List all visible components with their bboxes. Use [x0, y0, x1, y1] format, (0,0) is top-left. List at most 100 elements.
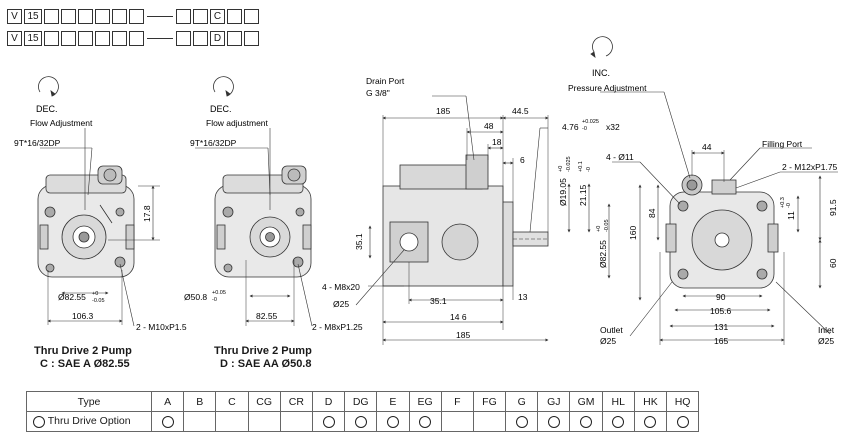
row-label: Thru Drive Option [47, 415, 131, 428]
caption-c-line2: C : SAE A Ø82.55 [40, 358, 130, 370]
available-circle-icon [354, 415, 367, 428]
tol-lo-left: -0.05 [92, 298, 105, 304]
code-blank [61, 9, 76, 24]
caption-d-line1: Thru Drive 2 Pump [214, 345, 312, 357]
code-dash [147, 38, 173, 39]
code-blank [95, 31, 110, 46]
tol-up-middle: +0.05 [212, 290, 226, 296]
row-label-cell: Thru Drive Option [26, 411, 152, 432]
spline-label-middle: 9T*16/32DP [190, 138, 237, 148]
availability-cell [537, 411, 571, 432]
shaft-tol-up: +0 [558, 166, 564, 172]
circle-icon [33, 415, 45, 428]
available-circle-icon [612, 415, 625, 428]
availability-cell [215, 411, 249, 432]
code-blank [176, 9, 191, 24]
code-blank [176, 31, 191, 46]
tol-lo-middle: -0 [212, 297, 217, 303]
col-header: E [376, 391, 410, 412]
code-blank [193, 31, 208, 46]
available-circle-icon [322, 415, 335, 428]
code-blank [112, 9, 127, 24]
dim-35-1-horizontal: 35.1 [430, 296, 447, 306]
available-circle-icon [515, 415, 528, 428]
dim-105-6: 105.6 [710, 306, 732, 316]
dim-shaft-height: 21.15 [578, 184, 588, 206]
dim-11-tol-lo: -0 [786, 203, 792, 208]
dim-48: 48 [484, 121, 494, 131]
dim-13: 13 [518, 292, 528, 302]
inlet-size: Ø25 [818, 336, 834, 346]
col-header: CG [247, 391, 281, 412]
code-blank [129, 31, 144, 46]
holes-label: 4 - Ø11 [606, 152, 634, 162]
pressure-adjustment-label: Pressure Adjustment [568, 83, 647, 93]
rear-view [590, 36, 838, 345]
col-header: GJ [537, 391, 571, 412]
col-header: C [215, 391, 249, 412]
pump-drawing: DEC. Flow Adjustment 9T*16/32DP 17.8 Ø82… [14, 36, 838, 346]
availability-cell [472, 411, 507, 432]
table-header-row: Type A B C CG CR D DG E EG F FG G GJ GM … [26, 391, 700, 412]
dim-185-top: 185 [436, 106, 450, 116]
code-blank [227, 9, 242, 24]
availability-cell [569, 411, 603, 432]
key-tol-up: +0.025 [582, 119, 599, 125]
code-blank [61, 31, 76, 46]
dim-17-8: 17.8 [142, 205, 152, 222]
availability-cell [344, 411, 378, 432]
drain-port-label: Drain Port [366, 76, 405, 86]
dim-35-1-vertical: 35.1 [354, 233, 364, 250]
dim-44: 44 [702, 142, 712, 152]
col-header: HK [633, 391, 668, 412]
availability-cell [408, 411, 442, 432]
caption-d-line2: D : SAE AA Ø50.8 [220, 358, 312, 370]
thru-drive-option-table: Type A B C CG CR D DG E EG F FG G GJ GM … [26, 391, 700, 432]
flow-adjustment-label-middle: Flow adjustment [206, 118, 269, 128]
drain-port-size: G 3/8" [366, 88, 390, 98]
code-blank [129, 9, 144, 24]
code-blank [244, 9, 259, 24]
dim-11: 11 [786, 211, 796, 220]
code-letter: D [210, 31, 225, 46]
col-header: HL [601, 391, 635, 412]
availability-cell [633, 411, 668, 432]
dim-shaft: Ø19.05 [558, 178, 568, 206]
availability-cell [440, 411, 474, 432]
code-prefix: V [7, 31, 22, 46]
code-blank [78, 9, 93, 24]
col-header: G [505, 391, 539, 412]
col-header: HQ [665, 391, 700, 412]
dim-165: 165 [714, 336, 728, 346]
dim-44-5: 44.5 [512, 106, 529, 116]
rotation-dec-left: DEC. [36, 104, 58, 114]
available-circle-icon [644, 415, 657, 428]
code-blank [193, 9, 208, 24]
model-code-row-c: V 15 C [7, 9, 259, 24]
header-type: Type [26, 391, 152, 412]
thread-middle: 2 - M8xP1.25 [312, 322, 363, 332]
availability-cell [247, 411, 281, 432]
model-code-row-d: V 15 D [7, 31, 259, 46]
dim-key: 4.76 [562, 122, 579, 132]
dim-pilot-side: Ø82.55 [598, 240, 608, 268]
dim-pilot-middle: Ø50.8 [184, 292, 207, 302]
col-header: A [150, 391, 185, 412]
available-circle-icon [580, 415, 593, 428]
dim-11-tol-up: +0.3 [780, 197, 786, 208]
dim-pilot-left: Ø82.55 [58, 292, 86, 302]
dim-160: 160 [628, 226, 638, 240]
shaft-h-tol-up: +0.1 [578, 161, 584, 172]
code-size: 15 [24, 9, 42, 24]
dim-60: 60 [828, 258, 838, 268]
shaft-tol-lo: -0.025 [566, 156, 572, 172]
outlet-size: Ø25 [600, 336, 616, 346]
availability-cell [279, 411, 313, 432]
col-header: F [440, 391, 474, 412]
code-blank [112, 31, 127, 46]
col-header: FG [472, 391, 507, 412]
availability-cell [150, 411, 185, 432]
col-header: D [311, 391, 346, 412]
col-header: EG [408, 391, 442, 412]
shaft-h-tol-lo: -0 [586, 167, 592, 172]
